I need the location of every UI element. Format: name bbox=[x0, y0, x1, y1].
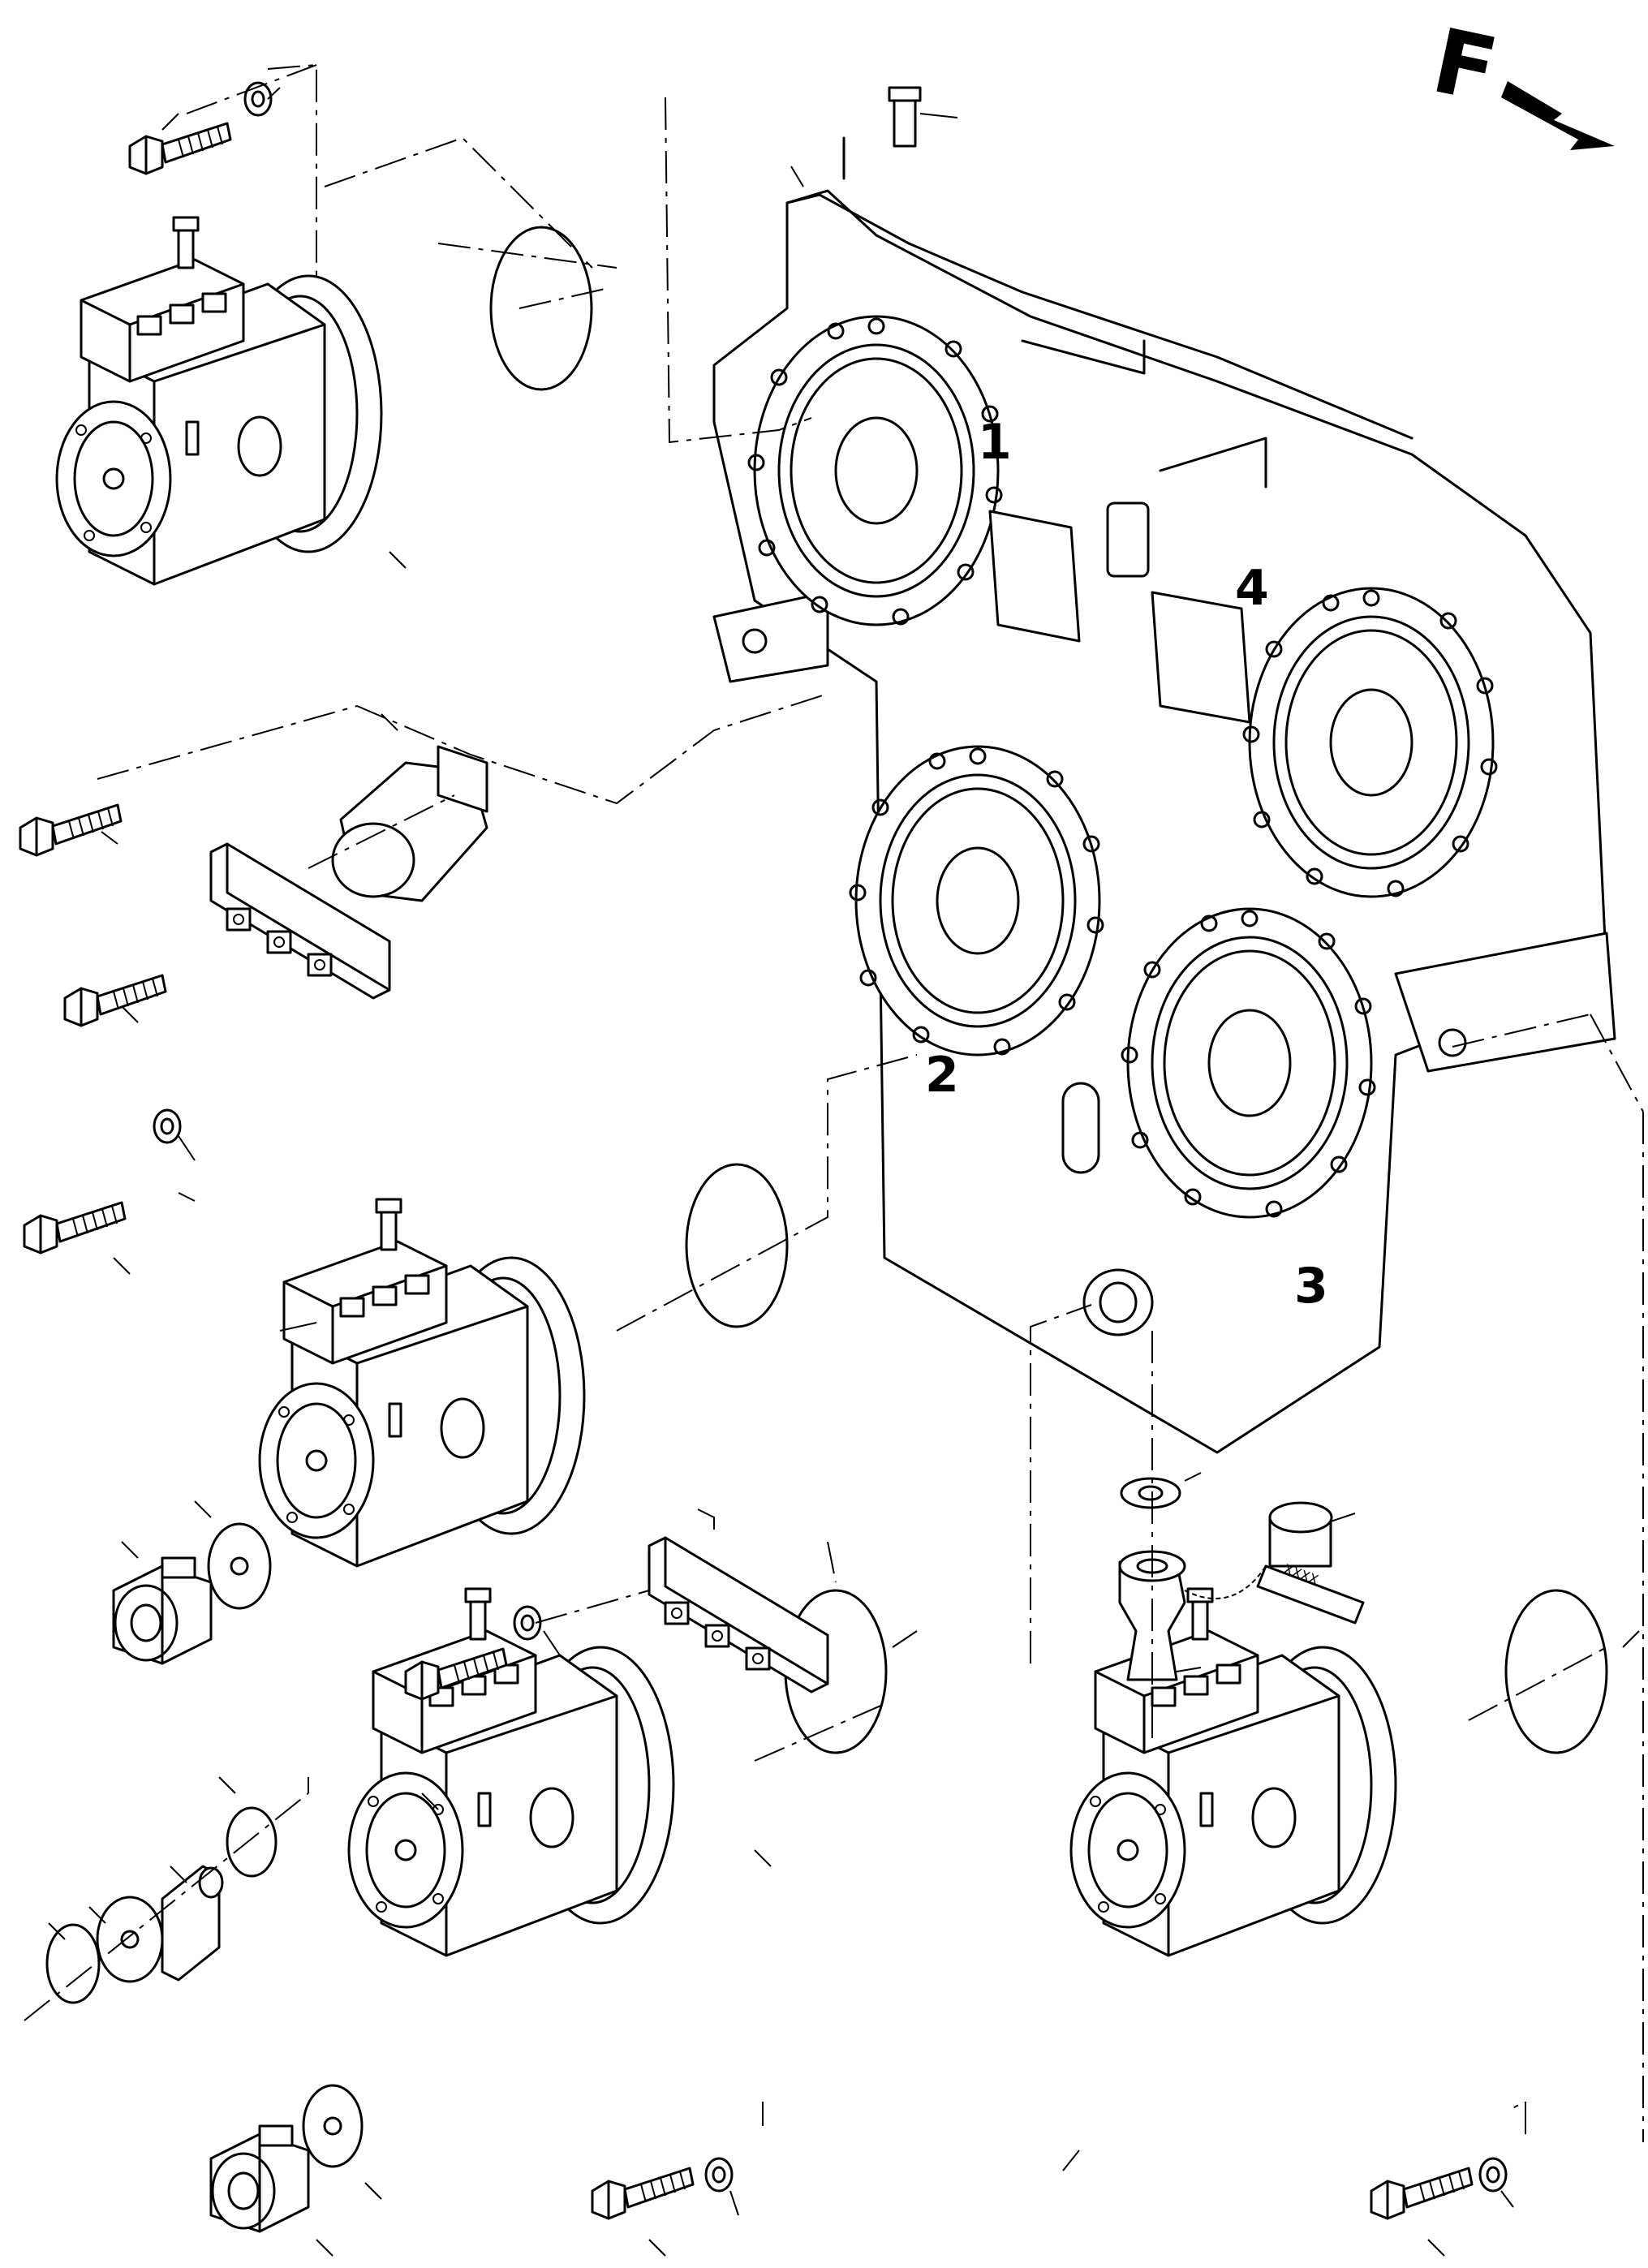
bolt-6 bbox=[591, 2167, 695, 2220]
assembly-centerlines bbox=[24, 63, 1644, 2142]
nut-1 bbox=[153, 1108, 182, 1144]
position-label-1: 1 bbox=[978, 414, 1012, 471]
o-ring-2 bbox=[685, 1163, 789, 1328]
position-label-3: 3 bbox=[1294, 1258, 1328, 1315]
washer-4 bbox=[1478, 2157, 1508, 2193]
direction-arrow-icon bbox=[1501, 81, 1615, 150]
gear-pump-2 bbox=[209, 2124, 310, 2233]
breather-icon bbox=[893, 96, 917, 148]
adapter-plate-1 bbox=[207, 1522, 272, 1610]
direction-letter: F bbox=[1424, 9, 1505, 123]
adapter-plate-2 bbox=[302, 2084, 364, 2168]
leader-lines bbox=[48, 87, 1640, 2257]
washer-3 bbox=[704, 2157, 734, 2193]
pump-assembly-1 bbox=[55, 216, 383, 586]
hydraulic-motor bbox=[331, 745, 488, 902]
bolt-7 bbox=[1370, 2167, 1474, 2220]
gear-pump-1 bbox=[112, 1556, 213, 1665]
position-label-4: 4 bbox=[1235, 560, 1269, 617]
o-ring-1 bbox=[489, 226, 593, 391]
bolt-4 bbox=[23, 1201, 127, 1255]
adapter-plate-3 bbox=[96, 1896, 164, 1983]
bolt-3 bbox=[63, 974, 167, 1027]
bolt-1 bbox=[128, 122, 232, 175]
mount-pad-1 bbox=[988, 510, 1081, 643]
pump-assembly-4 bbox=[1069, 1587, 1397, 1957]
o-ring-small-1 bbox=[45, 1923, 101, 2004]
o-ring-4 bbox=[1504, 1589, 1608, 1754]
pump-assembly-2 bbox=[258, 1198, 586, 1568]
o-ring-small-2 bbox=[226, 1806, 278, 1878]
pump-assembly-3 bbox=[347, 1587, 675, 1957]
coupling-sleeve bbox=[161, 1865, 224, 1982]
bolt-2 bbox=[19, 803, 123, 857]
direction-indicator: F bbox=[1424, 9, 1615, 150]
mount-pad-4 bbox=[1151, 591, 1251, 724]
position-label-2: 2 bbox=[925, 1047, 959, 1104]
